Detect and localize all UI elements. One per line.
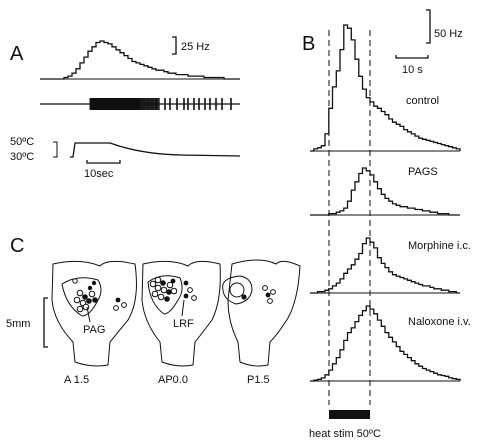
region-label-lrf: LRF bbox=[173, 318, 194, 330]
temperature-trace: 50ºC 30ºC bbox=[10, 136, 241, 163]
section-label-ap00: AP0.0 bbox=[158, 374, 188, 386]
histogram-control: control bbox=[310, 24, 461, 152]
time-scale-label-b: 10 s bbox=[402, 64, 423, 76]
lrf-leader bbox=[181, 299, 185, 317]
condition-label-morphine: Morphine i.c. bbox=[408, 240, 471, 252]
section-label-a15: A 1.5 bbox=[64, 374, 89, 386]
brain-section-ap00: LRF AP0.0 bbox=[141, 260, 221, 386]
brain-section-p15: P1.5 bbox=[222, 259, 301, 386]
histogram-trace bbox=[310, 167, 460, 216]
rate-scale-label-a: 25 Hz bbox=[181, 41, 210, 53]
section-outline-ap00 bbox=[141, 260, 221, 367]
time-scale-bar-a: 10sec bbox=[84, 160, 121, 180]
panel-a-rate-histogram bbox=[40, 40, 240, 80]
section-label-p15: P1.5 bbox=[247, 374, 270, 386]
scale-bar-c: 5mm bbox=[6, 297, 48, 348]
panel-label-b: B bbox=[302, 33, 315, 55]
histogram-trace bbox=[310, 24, 461, 152]
condition-label-pags: PAGS bbox=[408, 166, 438, 178]
time-scale-label-a: 10sec bbox=[84, 168, 114, 180]
brain-section-a15: PAG A 1.5 bbox=[51, 260, 137, 386]
section-outline-p15 bbox=[227, 259, 301, 367]
marker-cluster-p15 bbox=[241, 285, 276, 304]
histogram-trace bbox=[310, 237, 460, 294]
section-outline-a15 bbox=[51, 260, 137, 367]
condition-label-naloxone: Naloxone i.v. bbox=[408, 316, 471, 328]
aqueduct-p15 bbox=[229, 282, 245, 298]
heat-stim-bar bbox=[329, 410, 370, 419]
histogram-trace bbox=[310, 305, 461, 382]
central-outline-p15 bbox=[222, 275, 253, 305]
marker-cluster-ap00 bbox=[149, 276, 197, 302]
rate-scale-bar-a: 25 Hz bbox=[172, 36, 210, 55]
rate-histogram-trace bbox=[40, 40, 240, 80]
panel-label-a: A bbox=[10, 43, 24, 65]
spike-train bbox=[40, 98, 240, 110]
histogram-morphine: Morphine i.c. bbox=[310, 237, 471, 294]
pag-outline bbox=[61, 277, 102, 317]
rate-scale-label-b: 50 Hz bbox=[434, 28, 463, 40]
marker-cluster-a15 bbox=[72, 278, 127, 313]
panel-label-c: C bbox=[10, 235, 24, 257]
region-label-pag: PAG bbox=[83, 324, 105, 336]
histogram-naloxone: Naloxone i.v. bbox=[310, 305, 471, 382]
histogram-pags: PAGS bbox=[310, 166, 460, 216]
heat-stim-label: heat stim 50ºC bbox=[309, 428, 381, 440]
condition-label-control: control bbox=[406, 95, 439, 107]
temp-axis-bracket bbox=[53, 141, 58, 158]
time-scale-bar-b: 10 s bbox=[395, 55, 429, 76]
temp-high-label: 50ºC bbox=[10, 136, 34, 148]
central-outline-ap00 bbox=[147, 275, 183, 315]
rate-scale-bar-b: 50 Hz bbox=[426, 9, 463, 44]
pag-leader bbox=[86, 306, 91, 323]
scale-label-c: 5mm bbox=[6, 318, 30, 330]
temp-low-label: 30ºC bbox=[10, 151, 34, 163]
